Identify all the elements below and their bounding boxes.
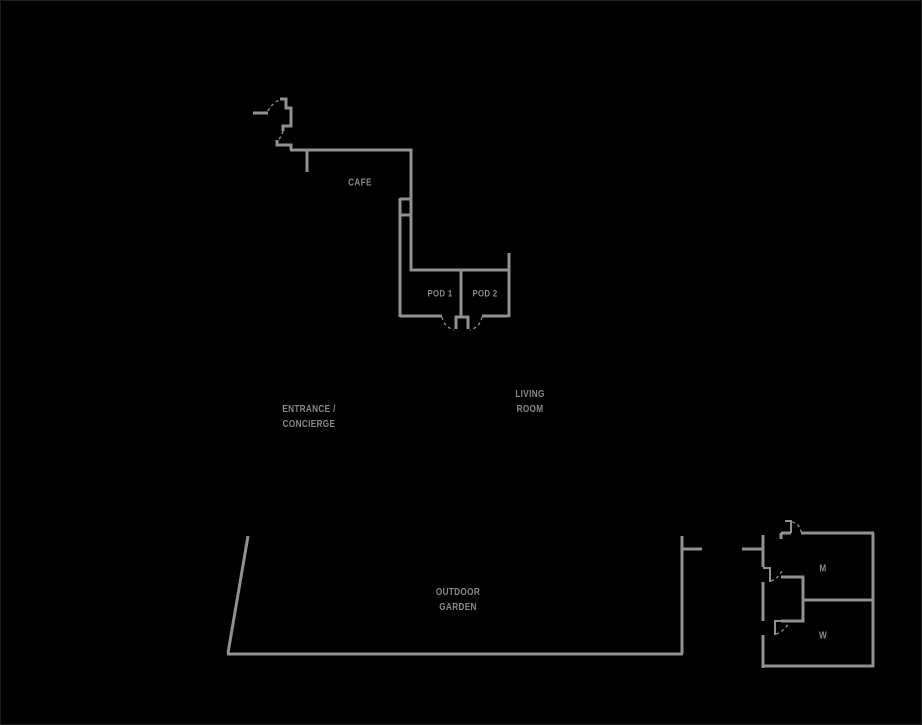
pod-walls xyxy=(400,253,511,329)
vestibule-upper-door-swing xyxy=(267,99,281,112)
living-room-line-2: ROOM xyxy=(516,404,544,415)
entrance-line-2: CONCIERGE xyxy=(282,419,336,430)
entrance-vestibule-walls xyxy=(253,97,309,172)
garden-line-2: GARDEN xyxy=(439,602,477,613)
room-label-living-room: LIVING ROOM xyxy=(515,387,544,417)
door-swings xyxy=(267,99,802,635)
garden-walls xyxy=(226,535,763,656)
garden-left-angled-wall xyxy=(226,535,250,654)
cafe-walls xyxy=(290,148,413,317)
restroom-top-door-swing xyxy=(791,521,802,533)
restroom-top-door-leaf xyxy=(785,520,792,533)
door-leaves xyxy=(763,520,792,635)
restroom-w-door-swing xyxy=(775,621,790,635)
room-label-pod-2: POD 2 xyxy=(472,288,498,300)
vestibule-lower-door-swing xyxy=(276,130,284,142)
room-label-outdoor-garden: OUTDOOR GARDEN xyxy=(436,585,480,615)
vestibule-jamb-wall xyxy=(280,97,293,131)
room-label-restroom-women: W xyxy=(818,630,828,642)
restroom-walls xyxy=(761,531,875,668)
restroom-m-door-leaf xyxy=(763,567,771,582)
entrance-line-1: ENTRANCE / xyxy=(282,404,336,415)
walls xyxy=(226,97,875,668)
cafe-top-wall xyxy=(290,148,413,271)
living-room-line-1: LIVING xyxy=(515,389,545,400)
pod1-door-swing xyxy=(441,316,455,331)
restroom-m-door-swing xyxy=(770,568,784,582)
garden-line-1: OUTDOOR xyxy=(435,587,481,598)
vestibule-lower-jamb-wall xyxy=(275,140,293,150)
restroom-vestibule-wall xyxy=(781,575,805,623)
room-label-cafe: CAFE xyxy=(348,177,372,189)
pod2-door-swing xyxy=(469,316,483,331)
room-label-pod-1: POD 1 xyxy=(427,288,453,300)
restroom-w-door-leaf xyxy=(774,620,781,635)
room-label-restroom-men: M xyxy=(819,563,827,575)
room-label-entrance-concierge: ENTRANCE / CONCIERGE xyxy=(282,402,335,432)
